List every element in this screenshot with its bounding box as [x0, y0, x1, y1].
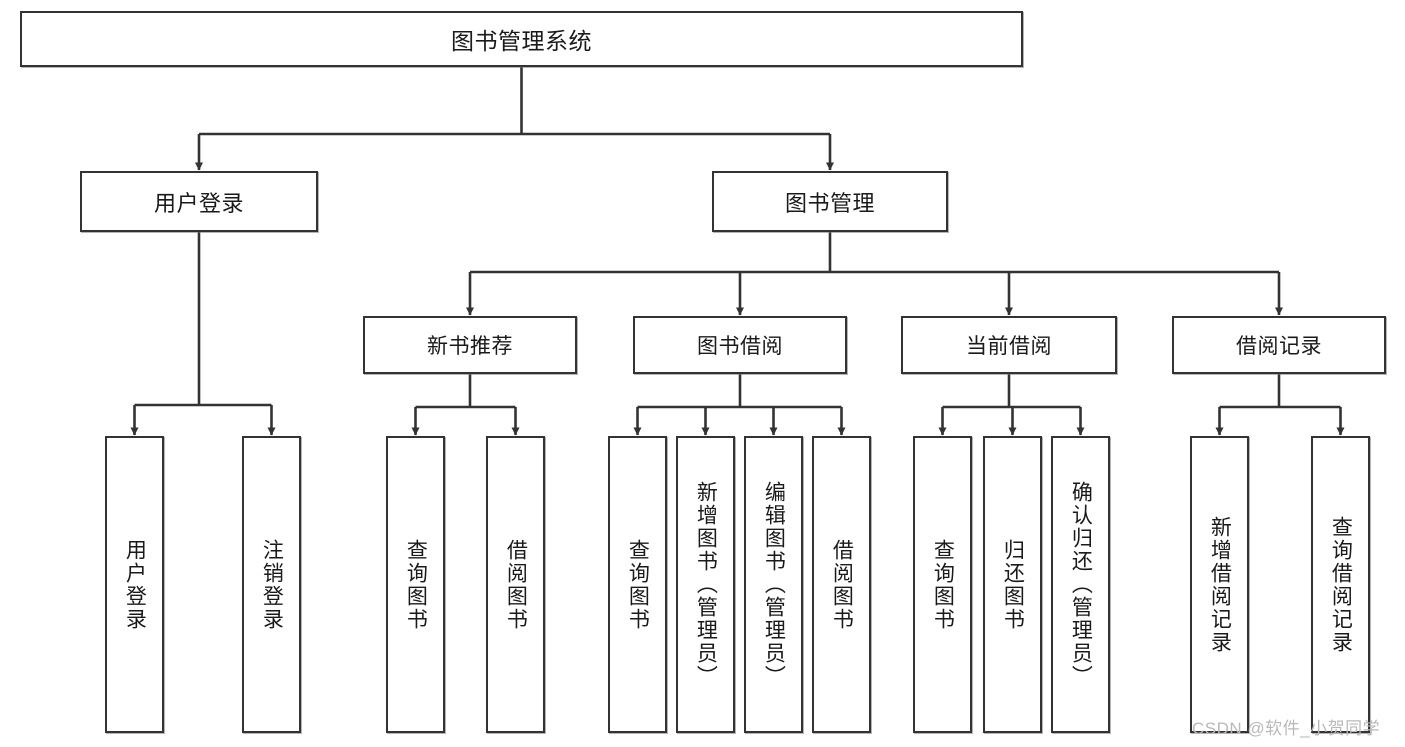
node-leaf10[interactable]: 归还图书 [983, 436, 1042, 733]
node-leaf5[interactable]: 查询图书 [608, 436, 667, 733]
node-label: 确认归还（管理员） [1069, 481, 1093, 688]
node-leaf8[interactable]: 借阅图书 [812, 436, 871, 733]
node-label: 查询图书 [626, 538, 650, 631]
node-borrow[interactable]: 图书借阅 [633, 316, 847, 374]
node-leaf6[interactable]: 新增图书（管理员） [676, 436, 735, 733]
node-records[interactable]: 借阅记录 [1172, 316, 1386, 374]
node-root[interactable]: 图书管理系统 [20, 11, 1023, 67]
node-label: 查询图书 [404, 538, 428, 631]
node-label: 借阅图书 [830, 538, 854, 631]
node-leaf7[interactable]: 编辑图书（管理员） [744, 436, 803, 733]
node-label: 用户登录 [153, 190, 244, 216]
node-login[interactable]: 用户登录 [80, 171, 318, 232]
node-newbook[interactable]: 新书推荐 [363, 316, 577, 374]
node-label: 新增图书（管理员） [694, 481, 718, 688]
node-label: 编辑图书（管理员） [762, 481, 786, 688]
node-label: 新增借阅记录 [1208, 515, 1232, 654]
node-leaf11[interactable]: 确认归还（管理员） [1051, 436, 1110, 733]
node-label: 借阅记录 [1236, 335, 1322, 358]
node-leaf4[interactable]: 借阅图书 [486, 436, 545, 733]
node-label: 借阅图书 [504, 538, 528, 631]
node-label: 注销登录 [260, 538, 284, 631]
node-label: 当前借阅 [966, 335, 1052, 358]
node-bookmgmt[interactable]: 图书管理 [712, 171, 948, 232]
node-label: 图书管理系统 [451, 28, 592, 54]
watermark: CSDN @软件_小贺同学 [1192, 719, 1381, 738]
node-leaf13[interactable]: 查询借阅记录 [1311, 436, 1370, 733]
node-label: 图书借阅 [697, 335, 783, 358]
node-current[interactable]: 当前借阅 [901, 316, 1117, 374]
node-leaf3[interactable]: 查询图书 [386, 436, 445, 733]
node-label: 查询借阅记录 [1329, 515, 1353, 654]
node-leaf1[interactable]: 用户登录 [105, 436, 164, 733]
node-label: 用户登录 [123, 538, 147, 631]
node-leaf9[interactable]: 查询图书 [913, 436, 972, 733]
node-leaf2[interactable]: 注销登录 [242, 436, 301, 733]
node-leaf12[interactable]: 新增借阅记录 [1190, 436, 1249, 733]
node-label: 新书推荐 [427, 335, 513, 358]
node-label: 归还图书 [1001, 538, 1025, 631]
node-label: 图书管理 [784, 190, 875, 216]
node-label: 查询图书 [931, 538, 955, 631]
